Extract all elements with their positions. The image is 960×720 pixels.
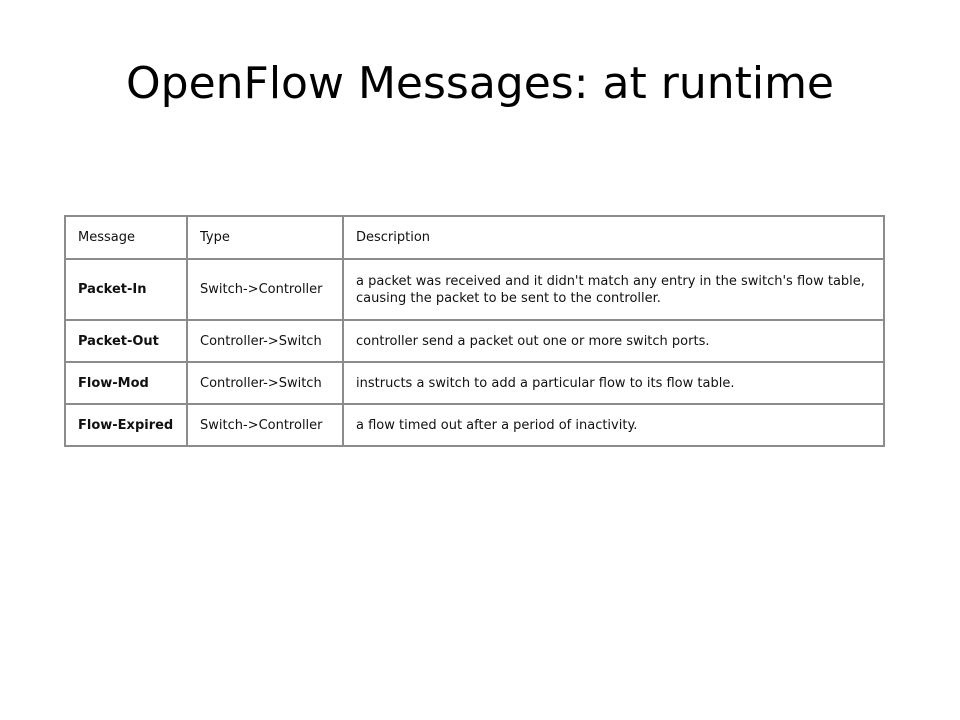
description-cell: a flow timed out after a period of inact… <box>342 403 885 447</box>
table-row: Packet-In Switch->Controller a packet wa… <box>64 258 885 321</box>
description-cell: controller send a packet out one or more… <box>342 319 885 363</box>
slide-title: OpenFlow Messages: at runtime <box>126 58 834 109</box>
description-cell: a packet was received and it didn't matc… <box>342 258 885 321</box>
table-header-row: Message Type Description <box>64 215 885 260</box>
message-cell: Packet-Out <box>64 319 188 363</box>
column-header-type: Type <box>186 215 344 260</box>
type-cell: Switch->Controller <box>186 258 344 321</box>
message-cell: Flow-Mod <box>64 361 188 405</box>
type-cell: Switch->Controller <box>186 403 344 447</box>
table-body: Packet-In Switch->Controller a packet wa… <box>64 258 885 447</box>
type-cell: Controller->Switch <box>186 361 344 405</box>
description-cell: instructs a switch to add a particular f… <box>342 361 885 405</box>
type-cell: Controller->Switch <box>186 319 344 363</box>
column-header-description: Description <box>342 215 885 260</box>
message-cell: Packet-In <box>64 258 188 321</box>
table-row: Flow-Expired Switch->Controller a flow t… <box>64 403 885 447</box>
column-header-message: Message <box>64 215 188 260</box>
message-cell: Flow-Expired <box>64 403 188 447</box>
openflow-messages-table-container: Message Type Description Packet-In Switc… <box>64 215 885 447</box>
openflow-messages-table: Message Type Description Packet-In Switc… <box>64 215 885 447</box>
table-header: Message Type Description <box>64 215 885 260</box>
table-row: Packet-Out Controller->Switch controller… <box>64 319 885 363</box>
table-row: Flow-Mod Controller->Switch instructs a … <box>64 361 885 405</box>
